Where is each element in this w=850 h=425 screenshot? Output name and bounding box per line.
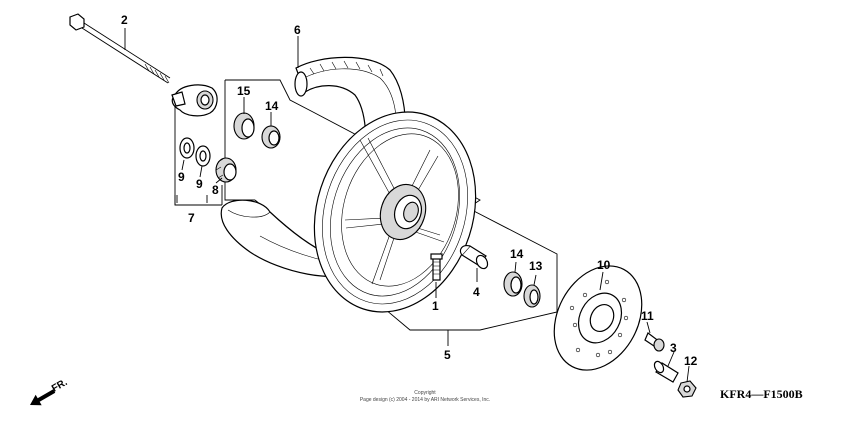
callout-11: 11 xyxy=(641,309,654,323)
callout-15: 15 xyxy=(237,84,251,98)
copyright-line-1: Copyright xyxy=(414,390,436,396)
callout-8: 8 xyxy=(212,183,219,197)
brake-disc xyxy=(553,265,643,371)
callout-7: 7 xyxy=(188,211,195,225)
side-spacers xyxy=(179,137,237,183)
callout-leaders xyxy=(124,28,690,383)
callout-6: 6 xyxy=(294,23,301,37)
callout-1: 1 xyxy=(432,299,439,313)
callout-3: 3 xyxy=(670,341,677,355)
front-direction-arrow-icon xyxy=(30,388,56,406)
callout-14a: 14 xyxy=(265,99,279,113)
callout-5: 5 xyxy=(444,348,451,362)
diagram-code: KFR4—F1500B xyxy=(720,387,803,401)
valve-stem xyxy=(430,253,443,281)
axle-spacer xyxy=(459,245,489,270)
callout-labels: 1 2 3 4 5 6 7 8 9 9 10 11 12 13 14 14 15 xyxy=(121,13,698,368)
right-bearings xyxy=(503,271,541,308)
copyright-line-2: Page design (c) 2004 - 2014 by ARI Netwo… xyxy=(360,397,490,403)
callout-10: 10 xyxy=(597,258,611,272)
wheel-rim xyxy=(313,111,477,313)
axle-collar xyxy=(653,360,679,383)
axle-bolt xyxy=(69,13,171,84)
left-bearings xyxy=(233,112,281,149)
callout-4: 4 xyxy=(473,285,480,299)
callout-9a: 9 xyxy=(178,170,185,184)
callout-9b: 9 xyxy=(196,177,203,191)
direction-label: FR. xyxy=(50,377,70,395)
callout-13: 13 xyxy=(529,259,543,273)
callout-2: 2 xyxy=(121,13,128,27)
axle-nut xyxy=(677,380,697,398)
disc-bolt xyxy=(644,332,665,352)
callout-12: 12 xyxy=(684,354,698,368)
callout-14b: 14 xyxy=(510,247,524,261)
speedometer-gearbox xyxy=(171,84,218,117)
